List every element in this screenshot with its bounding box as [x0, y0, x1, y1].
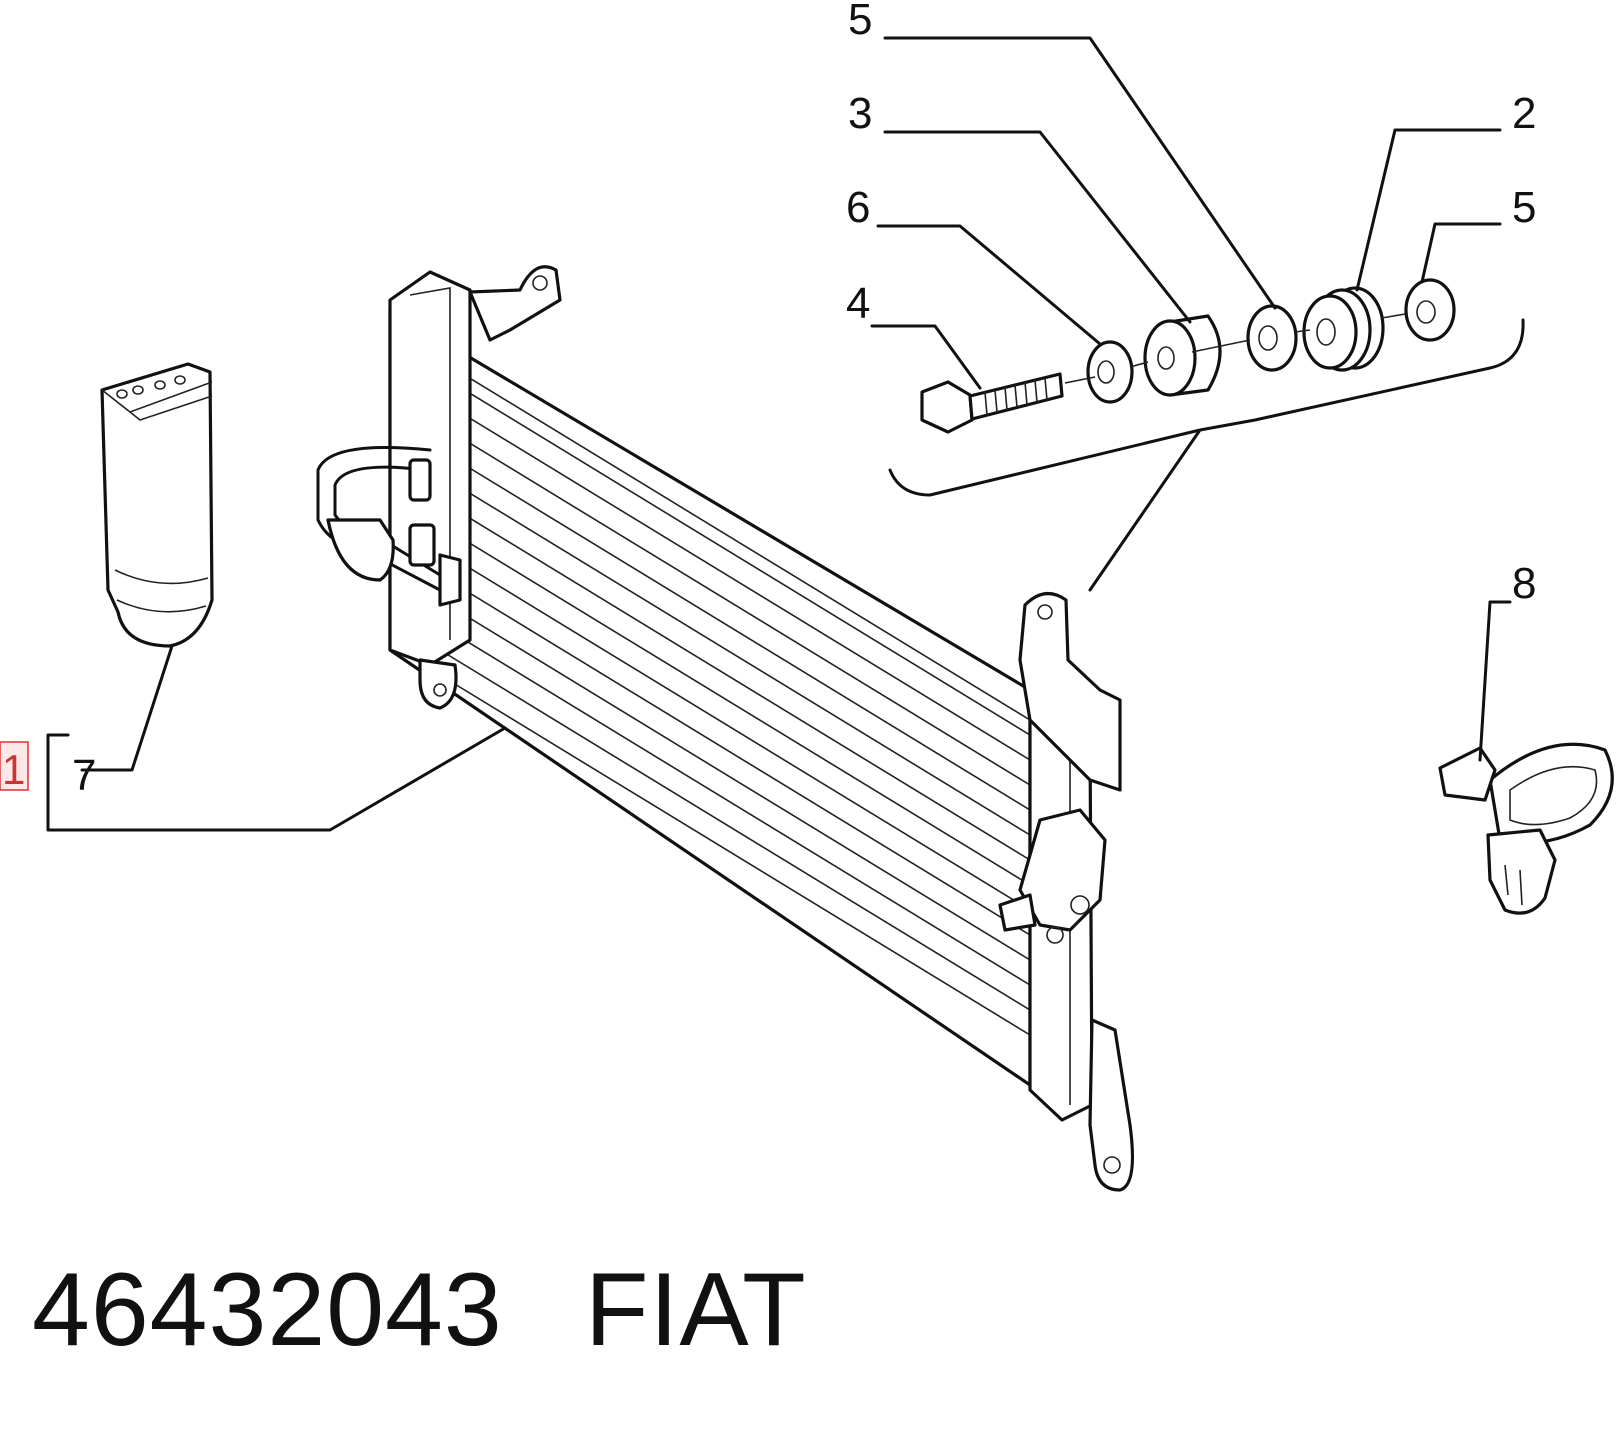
assembly-brace: [888, 318, 1525, 592]
washer-6: [1086, 340, 1134, 404]
leader-4: [870, 324, 982, 390]
callout-5-right: 5: [1512, 183, 1536, 232]
leader-3: [883, 130, 1192, 324]
fastener-assembly: [870, 36, 1525, 592]
callout-3: 3: [848, 89, 872, 138]
grommet-2: [1302, 286, 1385, 372]
clip: [1438, 600, 1614, 915]
callout-1: 1: [2, 746, 25, 793]
leader-8: [1478, 600, 1512, 762]
receiver-drier: [80, 362, 214, 772]
callout-4: 4: [846, 279, 870, 328]
leader-2: [1355, 128, 1502, 292]
spacer-3: [1143, 314, 1222, 397]
brand-label: FIAT: [585, 1252, 807, 1368]
leader-5b: [1420, 222, 1502, 284]
washer-5-right: [1404, 278, 1456, 342]
callout-5-top: 5: [848, 0, 872, 44]
callout-7: 7: [72, 751, 96, 800]
callout-8: 8: [1512, 559, 1536, 608]
leader-6: [876, 224, 1102, 346]
leader-5a: [883, 36, 1277, 310]
condenser: [46, 265, 1135, 1192]
highlight-box: [0, 741, 29, 791]
part-number: 46432043: [32, 1252, 503, 1368]
bolt: [920, 372, 1064, 434]
leader-7: [80, 644, 174, 772]
leader-1: [46, 726, 507, 832]
callout-2: 2: [1512, 89, 1536, 138]
callout-6: 6: [846, 183, 870, 232]
washer-5-left: [1246, 304, 1298, 372]
